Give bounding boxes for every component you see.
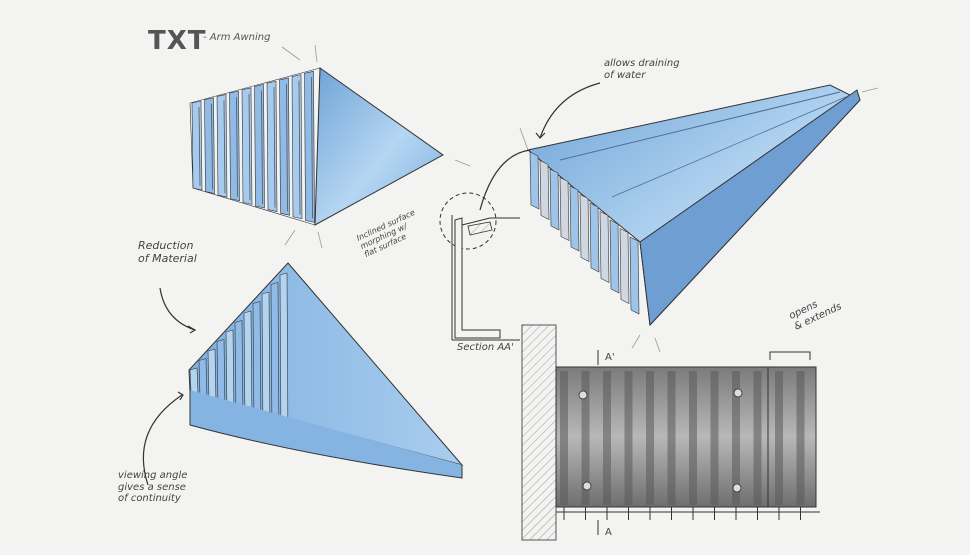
annotation-drainage: allows draining of water: [604, 58, 680, 81]
annotation-arrows: [142, 82, 601, 486]
annotation-section: Section AA': [457, 342, 514, 353]
section-marker-top: A': [605, 352, 615, 363]
annotation-reduction: Reduction of Material: [138, 239, 197, 265]
awning-sketch-top-left: [189, 44, 471, 249]
awning-sketch-bottom-left: [188, 262, 464, 479]
awning-sketch-right: [519, 84, 879, 353]
section-aa-detail: [439, 192, 520, 341]
annotation-viewing-angle: viewing angle gives a sense of continuit…: [118, 470, 188, 504]
sketch-subtitle: - Arm Awning: [203, 32, 271, 43]
sketch-title: TXT: [148, 26, 207, 56]
section-marker-bottom: A: [605, 527, 612, 538]
elevation-view: [521, 324, 820, 541]
